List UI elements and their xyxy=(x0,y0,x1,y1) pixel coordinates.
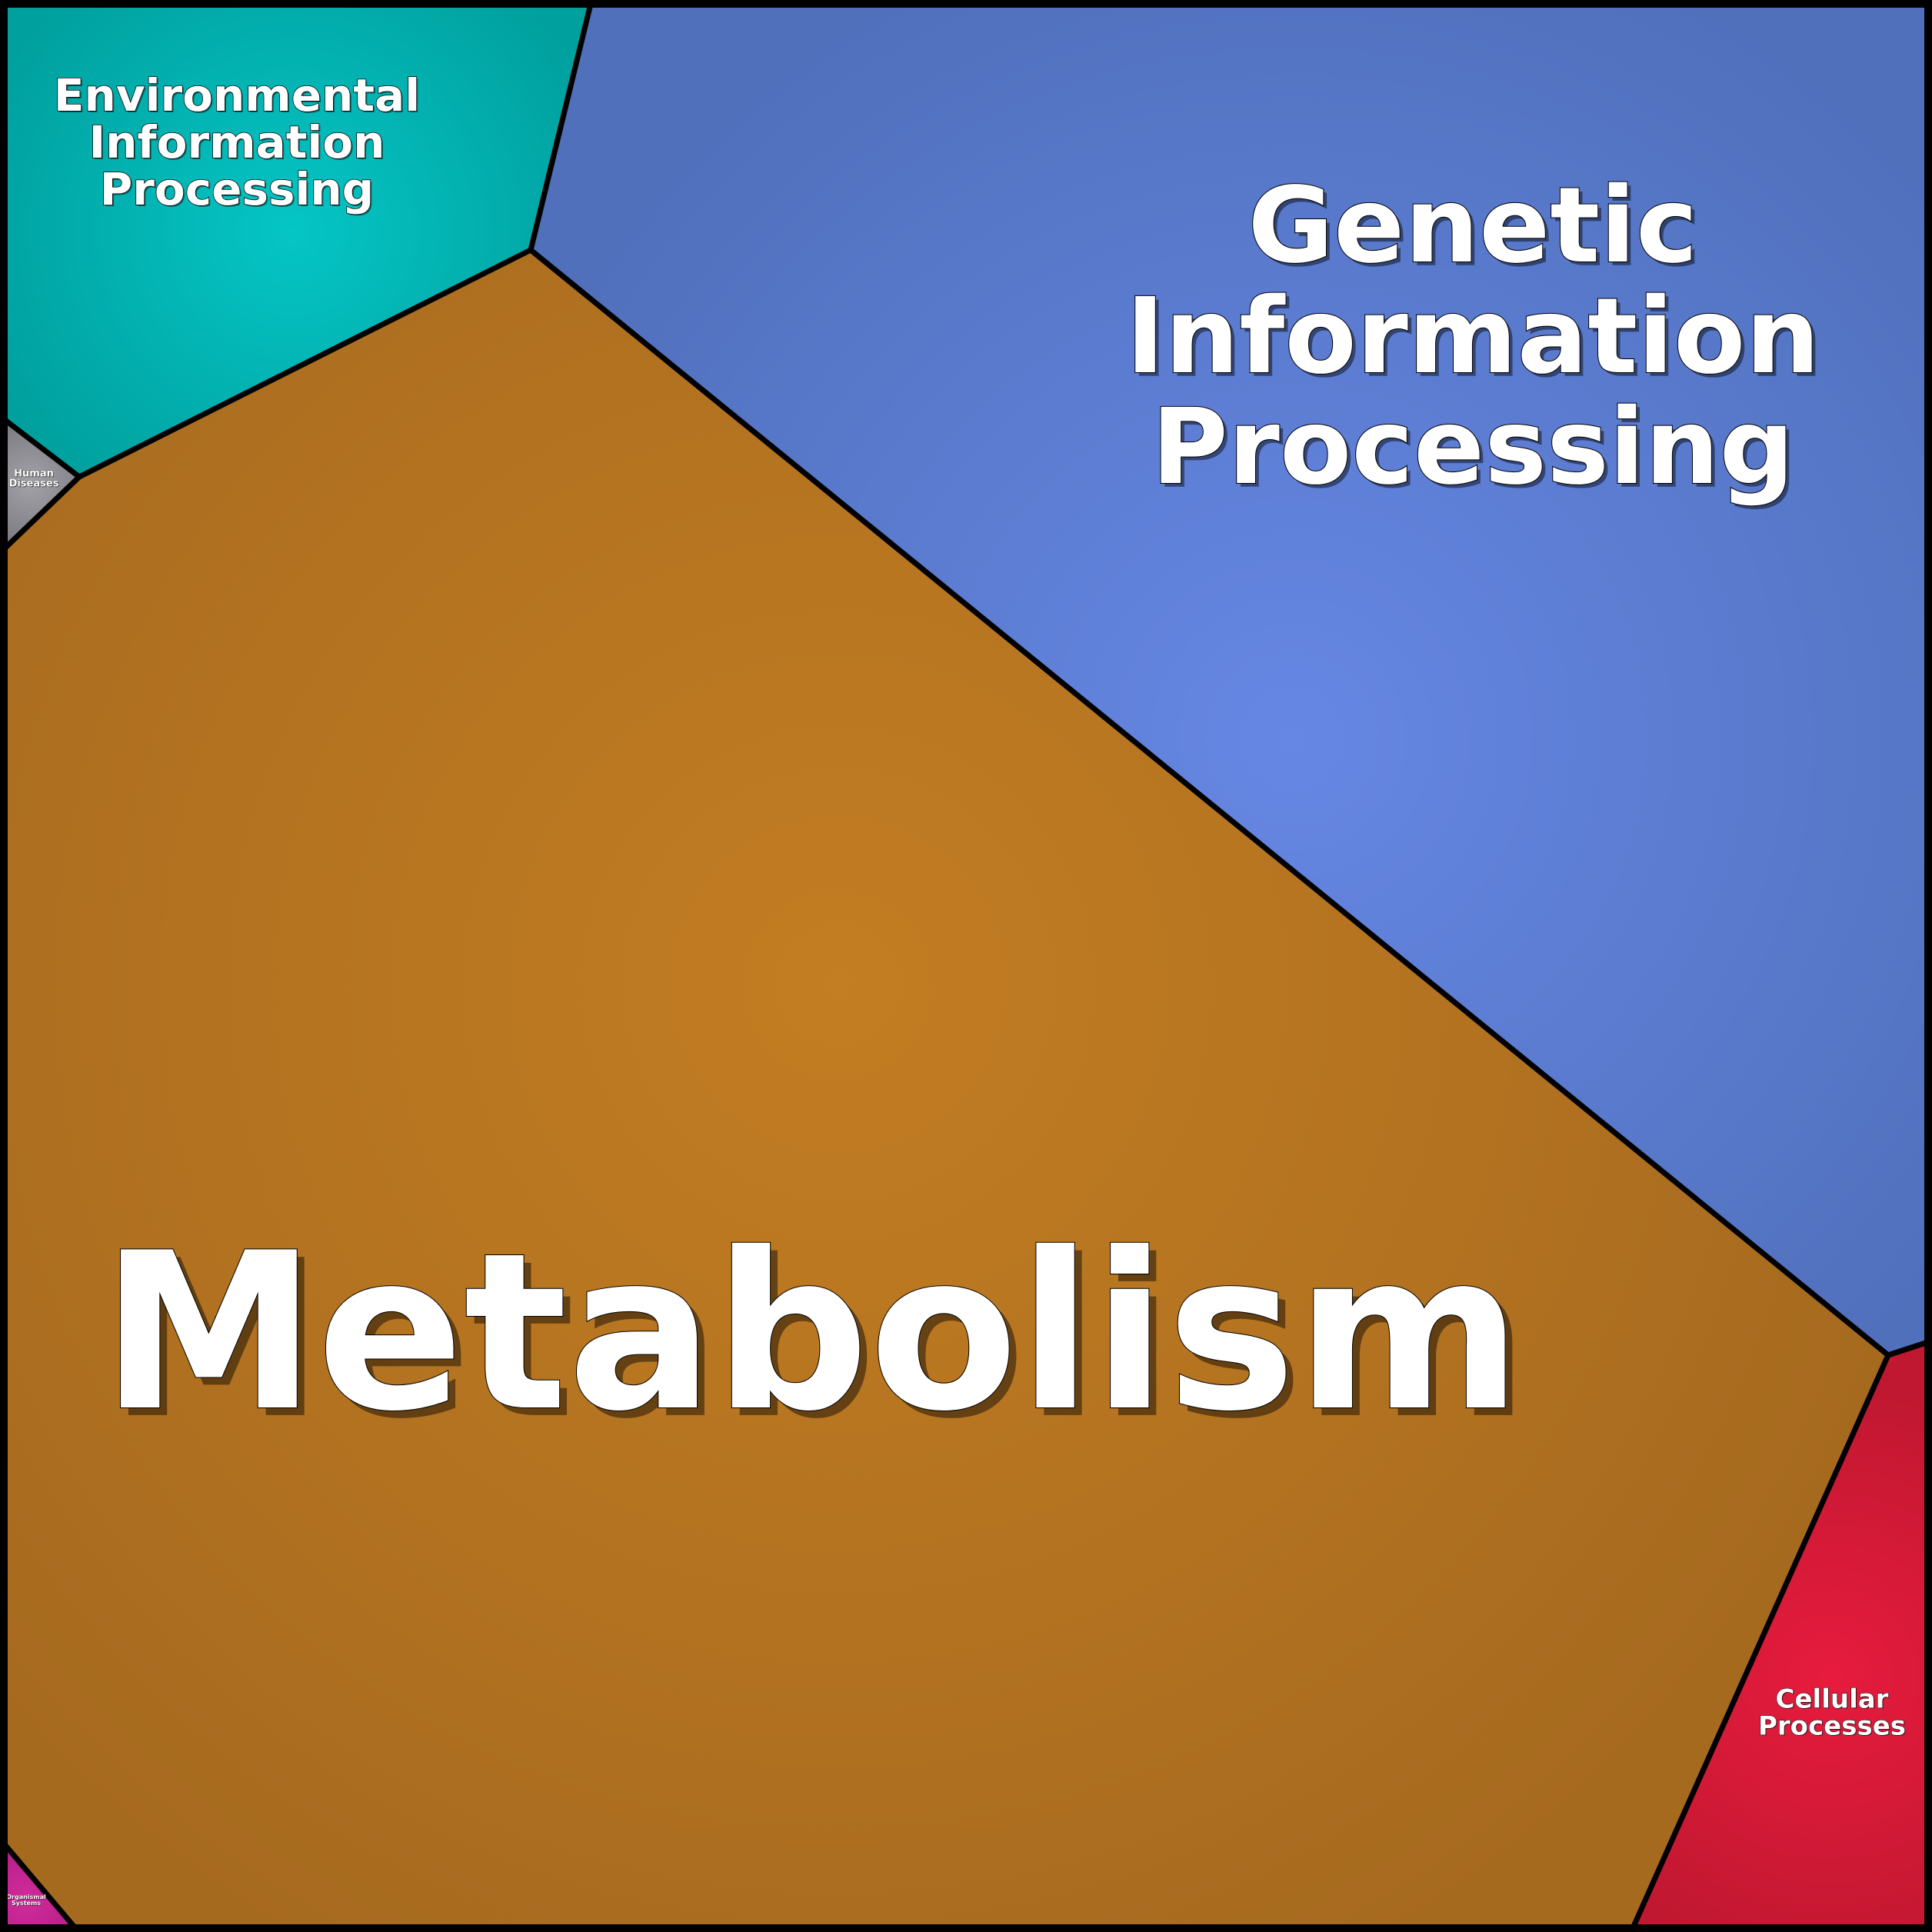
genetic-information-processing-label-line-0: Genetic xyxy=(1247,165,1697,287)
cellular-processes-label-line-0: Cellular xyxy=(1776,1684,1889,1715)
metabolism-label-line-0: Metabolism xyxy=(101,1206,1522,1459)
cellular-processes-label-line-1: Processes xyxy=(1758,1711,1906,1742)
environmental-information-processing-label-line-0: Environmental xyxy=(54,69,420,122)
organismal-systems-label-line-0: Organismal xyxy=(6,1894,46,1900)
genetic-information-processing-label-line-1: Information xyxy=(1126,276,1820,398)
genetic-information-processing-label-line-2: Processing xyxy=(1151,387,1794,508)
environmental-information-processing-label-line-1: Information xyxy=(89,116,385,168)
human-diseases-label-line-0: Human xyxy=(14,468,54,480)
environmental-information-processing-label-line-2: Processing xyxy=(100,163,374,215)
metabolism-label-text: Metabolism xyxy=(101,1206,1522,1459)
human-diseases-label-line-1: Diseases xyxy=(9,478,59,490)
metabolism-label-shadow: Metabolism xyxy=(108,1214,1530,1467)
organismal-systems-label-line-1: Systems xyxy=(12,1900,41,1907)
